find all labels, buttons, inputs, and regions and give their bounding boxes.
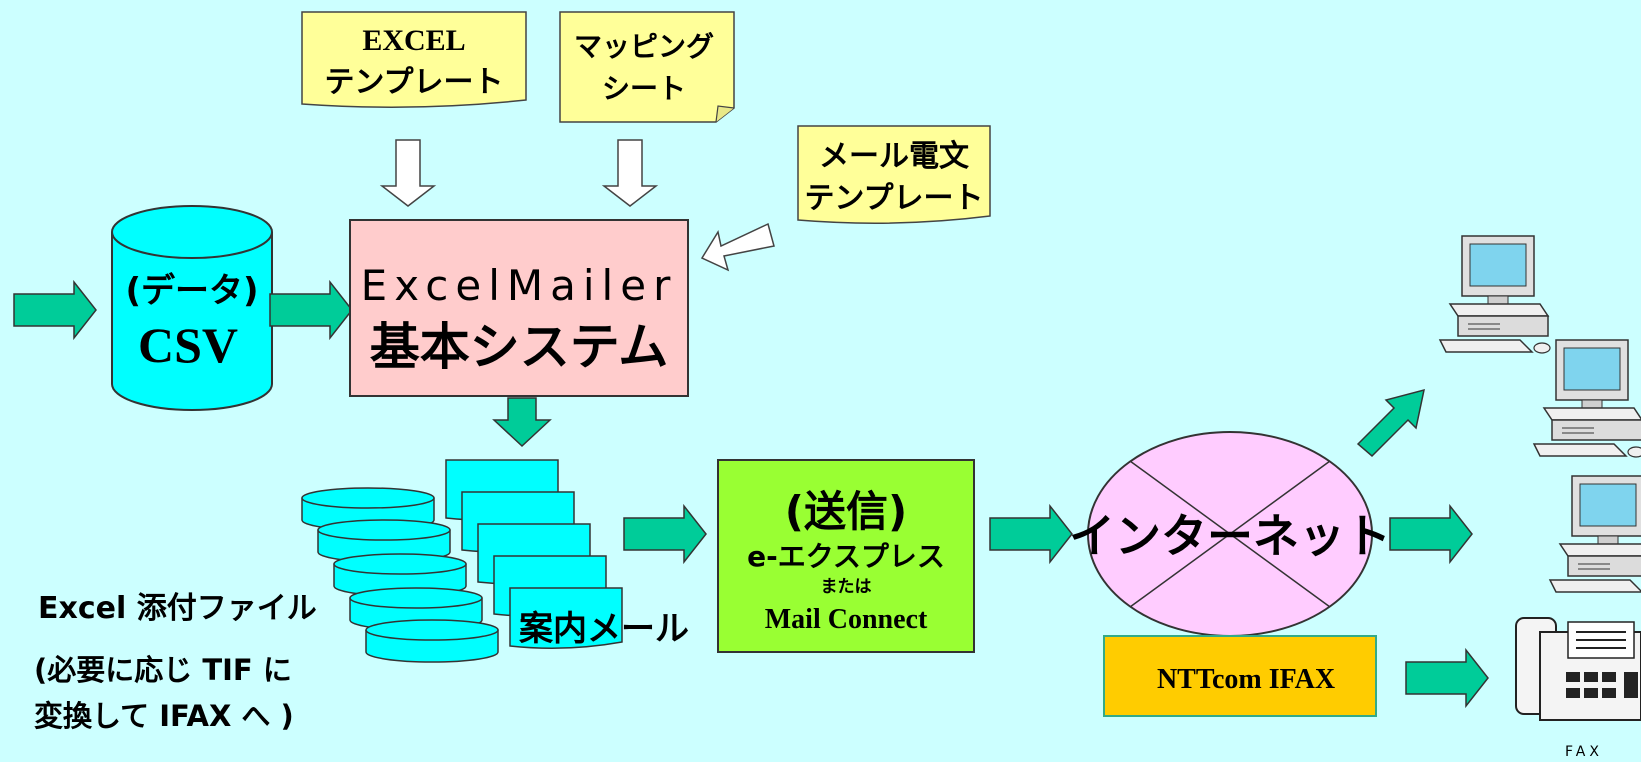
core-title-line2: 基本システム <box>370 318 669 376</box>
note-excel-template: EXCEL テンプレート <box>301 11 527 108</box>
arrow-to-internet-icon <box>989 503 1073 565</box>
core-title-line1: ExcelMailer <box>361 261 678 310</box>
note-mail-template: メール電文 テンプレート <box>797 125 991 224</box>
arrow-input-icon <box>13 279 97 341</box>
note-mapping-sheet-line2: シート <box>602 72 686 105</box>
attachments-label: Excel 添付ファイル <box>38 591 317 626</box>
arrow-core-down-icon <box>492 397 552 448</box>
fax-machine-icon: FAX <box>1515 617 1641 760</box>
attachments-note-line1: (必要に応じ TIF に <box>34 653 292 687</box>
arrow-to-fax-icon <box>1405 647 1489 709</box>
pc-terminal-2-icon <box>1533 339 1641 458</box>
attachment-files-stack <box>301 487 499 663</box>
send-box-line1: (送信) <box>785 487 907 536</box>
guide-mail-stack: 案内メール <box>445 459 689 649</box>
attachments-note-line2: 変換して IFAX へ ) <box>34 699 294 733</box>
send-box-line3: または <box>821 577 872 597</box>
note-mapping-sheet-line1: マッピング <box>574 30 714 63</box>
hollow-arrow-mapping-icon <box>601 139 659 207</box>
pc-terminal-1-icon <box>1439 235 1551 354</box>
arrow-csv-to-core-icon <box>269 279 353 341</box>
csv-database: (データ) CSV <box>111 205 273 411</box>
internet-label: インターネット <box>1069 509 1391 563</box>
internet-ellipse: インターネット <box>1069 431 1391 637</box>
csv-label-line1: (データ) <box>125 271 258 311</box>
send-box-line2: e-エクスプレス <box>747 540 945 573</box>
send-box: (送信) e-エクスプレス または Mail Connect <box>717 459 975 653</box>
hollow-arrow-excel-icon <box>379 139 437 207</box>
send-box-line4: Mail Connect <box>765 604 928 635</box>
arrow-diagonal-up-icon <box>1356 388 1425 458</box>
ifax-label: NTTcom IFAX <box>1157 664 1335 695</box>
guide-mail-label: 案内メール <box>519 609 689 649</box>
note-mail-template-line1: メール電文 <box>819 139 969 174</box>
note-mapping-sheet: マッピング シート <box>559 11 735 123</box>
core-system-box: ExcelMailer 基本システム <box>349 219 689 397</box>
ifax-box: NTTcom IFAX <box>1103 635 1377 717</box>
arrow-to-send-icon <box>623 503 707 565</box>
note-excel-template-line1: EXCEL <box>362 24 465 57</box>
hollow-arrow-mail-icon <box>700 222 775 272</box>
pc-terminal-3-icon <box>1549 475 1641 594</box>
arrow-to-pcs-icon <box>1389 503 1473 565</box>
csv-label-line2: CSV <box>138 317 238 373</box>
note-mail-template-line2: テンプレート <box>804 181 983 216</box>
fax-label: FAX <box>1565 744 1603 760</box>
note-excel-template-line2: テンプレート <box>324 65 503 100</box>
